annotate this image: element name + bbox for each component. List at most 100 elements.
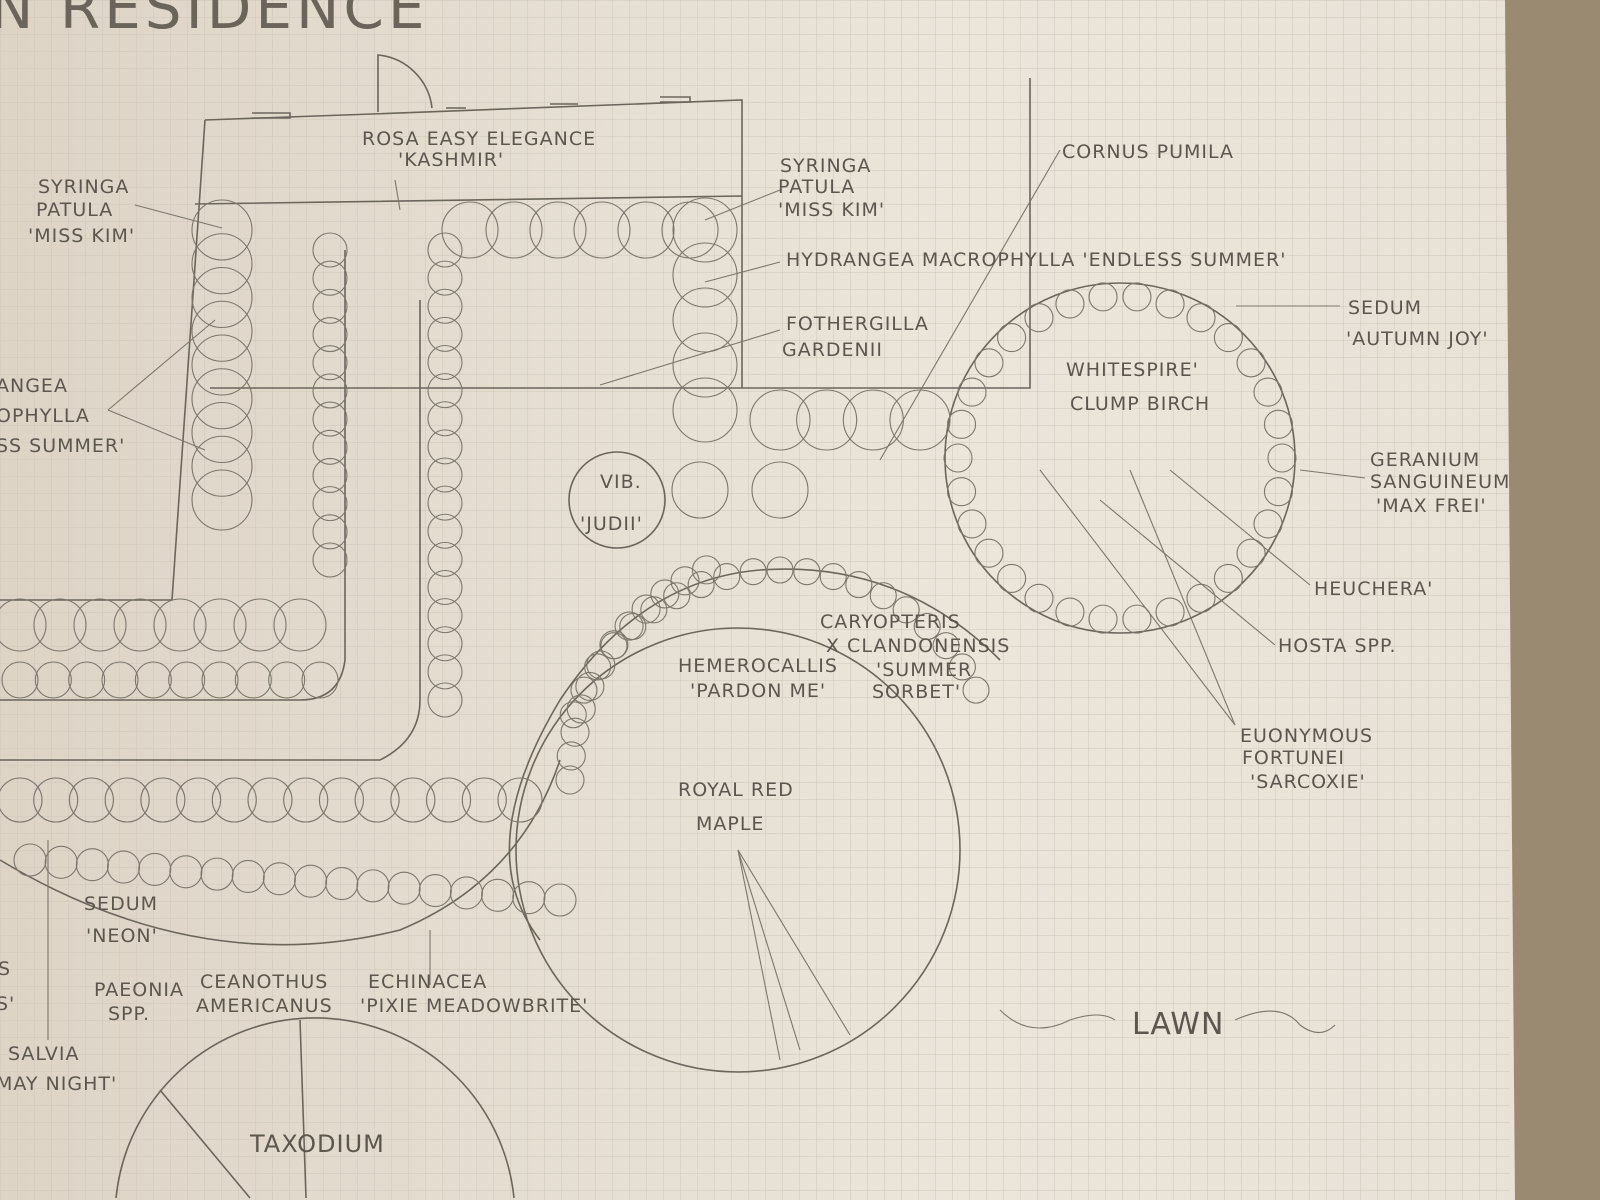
shrub-circle xyxy=(201,661,239,699)
label-syringa-right: 'MISS KIM' xyxy=(778,199,885,221)
label-birch: WHITESPIRE' xyxy=(1066,359,1199,381)
shrub-circle xyxy=(1263,477,1294,507)
shrub-circle xyxy=(427,626,463,662)
shrub-circle xyxy=(892,596,920,624)
shrub-circle xyxy=(1186,303,1216,333)
shrub-circle xyxy=(312,373,348,409)
shrub-circle xyxy=(1267,443,1297,473)
shrub-circle xyxy=(176,777,222,823)
shrub-circle xyxy=(191,368,253,430)
shrub-circle xyxy=(312,542,348,578)
shrub-circle xyxy=(106,850,141,884)
leader-line xyxy=(737,849,851,1036)
label-ceanothus: AMERICANUS xyxy=(196,995,333,1017)
shrub-circle xyxy=(193,598,247,652)
label-maple: ROYAL RED xyxy=(678,779,794,801)
shrub-circle xyxy=(191,233,253,295)
shrub-circle xyxy=(191,266,253,329)
label-euonymous: EUONYMOUS xyxy=(1240,725,1373,747)
shrub-circle xyxy=(427,513,463,549)
shrub-circle xyxy=(599,630,629,660)
shrub-circle xyxy=(247,777,293,823)
shrub-circle xyxy=(845,571,873,599)
label-syringa-right: SYRINGA xyxy=(780,155,871,177)
shrub-circle xyxy=(13,843,47,877)
shrub-circle xyxy=(481,878,515,912)
shrub-circle xyxy=(932,632,960,660)
shrub-circle xyxy=(566,694,596,724)
shrub-circle xyxy=(301,661,339,699)
shrub-circle xyxy=(325,866,359,901)
label-hydrangea-right: HYDRANGEA MACROPHYLLA 'ENDLESS SUMMER' xyxy=(786,249,1286,271)
shrub-circle xyxy=(294,864,328,898)
shrub-circle xyxy=(33,598,87,652)
shrub-circle xyxy=(691,555,722,585)
label-caryopteris: CARYOPTERIS xyxy=(820,611,961,633)
viburnum-circle xyxy=(568,451,666,549)
shrub-circle xyxy=(0,777,43,823)
label-taxodium: TAXODIUM xyxy=(249,1130,385,1158)
leader-line xyxy=(704,261,781,283)
shrub-circle xyxy=(869,582,897,610)
leader-line xyxy=(737,849,801,1051)
shrub-circle xyxy=(104,777,150,823)
shrub-circle xyxy=(262,862,296,896)
shrub-circle xyxy=(672,287,738,353)
shrub-circle xyxy=(1253,377,1283,407)
shrub-circle xyxy=(390,777,436,823)
shrub-circle xyxy=(793,558,821,586)
shrub-circle xyxy=(575,671,605,702)
shrub-circle xyxy=(113,598,167,652)
shrub-circle xyxy=(138,852,172,886)
shrub-circle xyxy=(1122,604,1152,634)
plant-labels: ROSA EASY ELEGANCE 'KASHMIR' SYRINGA PAT… xyxy=(0,128,1509,1158)
shrub-circle xyxy=(427,541,463,577)
shrub-circle xyxy=(1155,289,1185,319)
label-syringa-left: SYRINGA xyxy=(38,176,129,198)
label-partial: S xyxy=(0,958,11,980)
label-birch: CLUMP BIRCH xyxy=(1070,393,1210,415)
label-paeonia: SPP. xyxy=(108,1003,150,1025)
shrub-circle xyxy=(997,563,1027,593)
shrub-circle xyxy=(312,345,348,381)
label-geranium: 'MAX FREI' xyxy=(1376,495,1487,517)
shrub-circle xyxy=(268,661,306,699)
shrub-circle xyxy=(283,777,329,823)
shrub-circle xyxy=(974,348,1004,378)
shrub-circle xyxy=(312,316,348,353)
shrub-circle xyxy=(913,612,941,641)
shrub-circle xyxy=(427,485,463,521)
shrub-circle xyxy=(211,777,257,823)
shrub-circle xyxy=(631,594,661,624)
leader-line xyxy=(879,149,1061,461)
label-hemerocallis: 'PARDON ME' xyxy=(690,680,826,702)
shrub-circle xyxy=(73,598,127,652)
shrub-circle xyxy=(997,323,1027,353)
shrub-circle xyxy=(427,316,463,352)
leader-line xyxy=(107,319,216,411)
shrub-circle xyxy=(1155,597,1185,627)
label-geranium: GERANIUM xyxy=(1370,449,1480,471)
leader-line xyxy=(394,179,401,211)
label-hydrangea-left: OPHYLLA xyxy=(0,405,90,427)
shrub-circle xyxy=(427,288,463,324)
taxodium-canopy xyxy=(115,1017,515,1199)
shrub-circle xyxy=(140,777,186,823)
shrub-circle xyxy=(819,562,847,591)
shrub-circle xyxy=(427,232,463,268)
label-salvia: MAY NIGHT' xyxy=(0,1073,117,1095)
shrub-circle xyxy=(1,661,39,699)
leader-line xyxy=(107,409,206,451)
shrub-circle xyxy=(1213,323,1243,353)
shrub-circle xyxy=(312,288,348,324)
shrub-circle xyxy=(191,334,253,396)
shrub-circle xyxy=(273,598,327,652)
shrub-circle xyxy=(1024,583,1054,613)
label-syringa-left: PATULA xyxy=(36,199,113,221)
shrub-circle xyxy=(614,611,644,641)
leader-line xyxy=(134,204,223,229)
leader-line xyxy=(737,849,781,1061)
label-maple: MAPLE xyxy=(696,813,764,835)
label-hemerocallis: HEMEROCALLIS xyxy=(678,655,838,677)
